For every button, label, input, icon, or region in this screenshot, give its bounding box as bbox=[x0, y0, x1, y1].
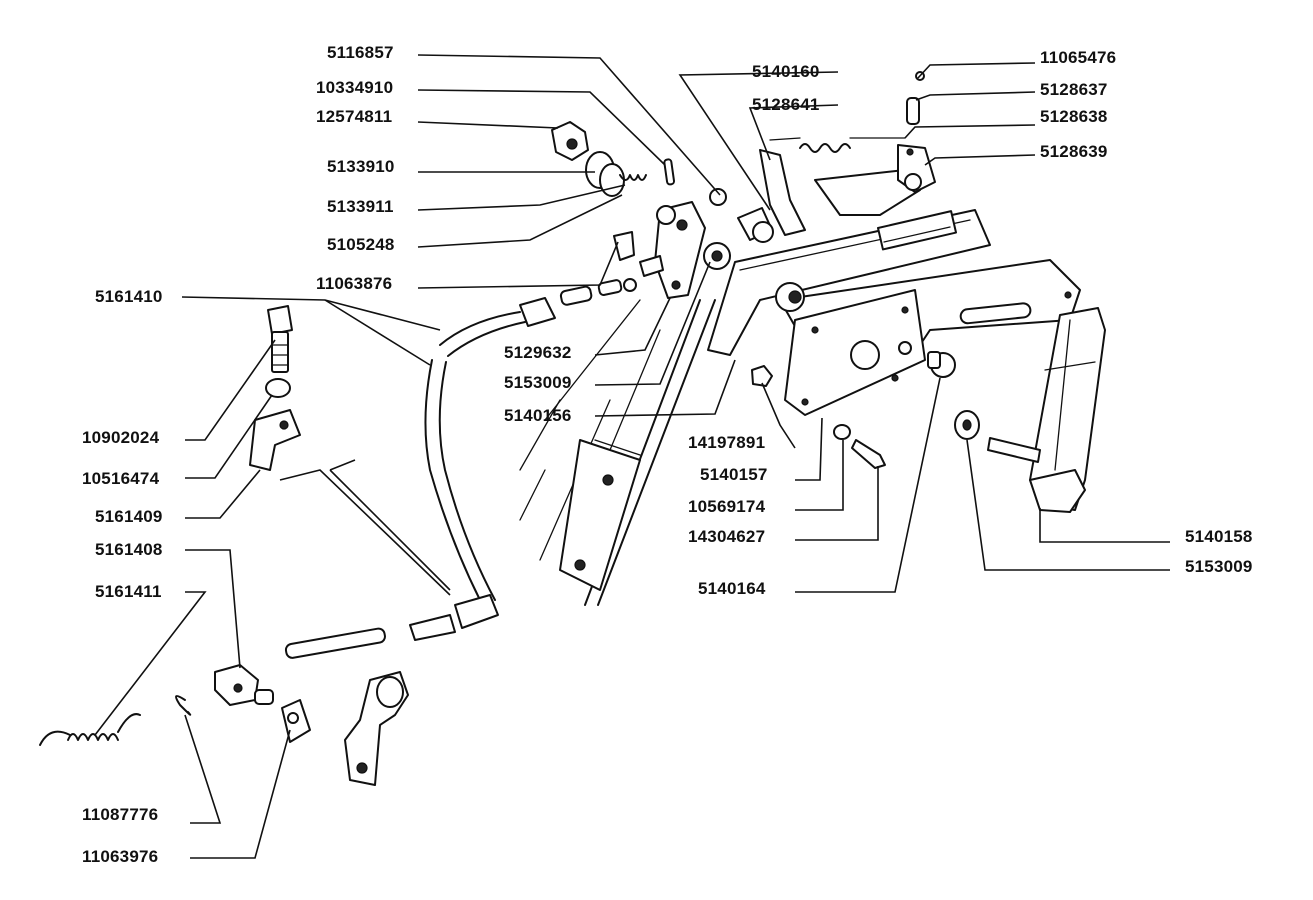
label-5133910: 5133910 bbox=[327, 157, 395, 176]
brake-cable bbox=[284, 278, 637, 659]
label-5161411: 5161411 bbox=[95, 582, 162, 601]
label-5116857: 5116857 bbox=[327, 43, 394, 62]
cover-plate bbox=[784, 289, 926, 416]
label-11063976: 11063976 bbox=[82, 847, 158, 866]
label-5161410: 5161410 bbox=[95, 287, 163, 306]
cable-clamp-block bbox=[214, 664, 274, 706]
label-14304627: 14304627 bbox=[688, 527, 765, 546]
label-5140164: 5140164 bbox=[698, 579, 766, 598]
label-11065476: 11065476 bbox=[1040, 48, 1116, 67]
circlip-11087776 bbox=[175, 695, 192, 716]
label-10516474: 10516474 bbox=[82, 469, 160, 488]
adjuster-nuts-stack bbox=[551, 121, 727, 261]
label-5133911: 5133911 bbox=[327, 197, 394, 216]
label-11063876: 11063876 bbox=[316, 274, 392, 293]
label-10334910: 10334910 bbox=[316, 78, 393, 97]
label-5161409: 5161409 bbox=[95, 507, 163, 526]
label-5153009-a: 5153009 bbox=[504, 373, 572, 392]
label-5140158: 5140158 bbox=[1185, 527, 1253, 546]
spring-5161411 bbox=[39, 713, 141, 746]
label-5105248: 5105248 bbox=[327, 235, 395, 254]
label-14197891: 14197891 bbox=[688, 433, 765, 452]
clevis-11063976 bbox=[281, 699, 311, 743]
leader-lines bbox=[94, 54, 1170, 859]
label-5128641: 5128641 bbox=[752, 95, 820, 114]
label-11087776: 11087776 bbox=[82, 805, 158, 824]
label-5128638: 5128638 bbox=[1040, 107, 1108, 126]
label-10569174: 10569174 bbox=[688, 497, 766, 516]
label-5128637: 5128637 bbox=[1040, 80, 1108, 99]
lower-mount-bracket bbox=[344, 671, 409, 786]
hand-lever bbox=[927, 307, 1106, 513]
washer-10516474 bbox=[265, 378, 291, 398]
cable-adjuster-arm bbox=[639, 201, 706, 299]
bolt-10902024 bbox=[267, 305, 293, 373]
label-5161408: 5161408 bbox=[95, 540, 163, 559]
label-12574811: 12574811 bbox=[316, 107, 392, 126]
label-5153009-b: 5153009 bbox=[1185, 557, 1253, 576]
floor-tunnel-outline bbox=[519, 299, 716, 606]
small-fasteners-right bbox=[751, 365, 886, 469]
label-5140156: 5140156 bbox=[504, 406, 572, 425]
label-10902024: 10902024 bbox=[82, 428, 160, 447]
bracket-5161409 bbox=[249, 409, 301, 471]
part-labels: 5116857 10334910 12574811 5133910 513391… bbox=[82, 43, 1253, 866]
label-5140160: 5140160 bbox=[752, 62, 820, 81]
label-5140157: 5140157 bbox=[700, 465, 768, 484]
label-5128639: 5128639 bbox=[1040, 142, 1108, 161]
pawl-and-spring bbox=[759, 71, 936, 236]
label-5129632: 5129632 bbox=[504, 343, 572, 362]
